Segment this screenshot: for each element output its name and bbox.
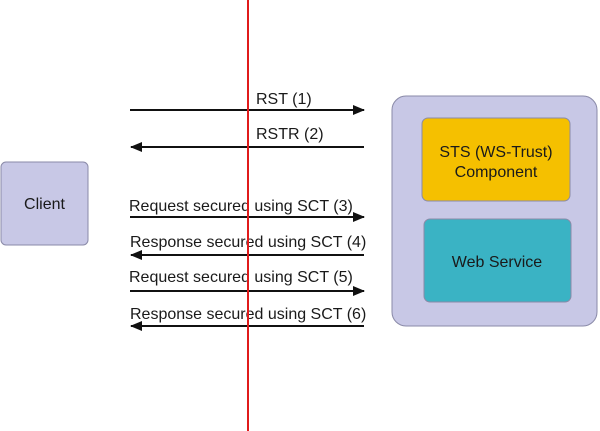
web-service-label: Web Service xyxy=(452,254,543,271)
server-node: STS (WS-Trust) Component Web Service xyxy=(391,95,598,327)
sts-component-box xyxy=(421,117,571,202)
message-label-5: Request secured using SCT (5) xyxy=(129,269,353,286)
sts-label-line1: STS (WS-Trust) xyxy=(439,144,552,161)
client-node: Client xyxy=(0,161,89,246)
message-label-2: RSTR (2) xyxy=(256,126,324,143)
sts-label-line2: Component xyxy=(455,164,538,181)
web-service-box xyxy=(423,218,572,303)
message-label-1: RST (1) xyxy=(256,91,312,108)
client-box xyxy=(0,161,89,246)
client-label: Client xyxy=(24,196,65,213)
message-label-3: Request secured using SCT (3) xyxy=(129,198,353,215)
